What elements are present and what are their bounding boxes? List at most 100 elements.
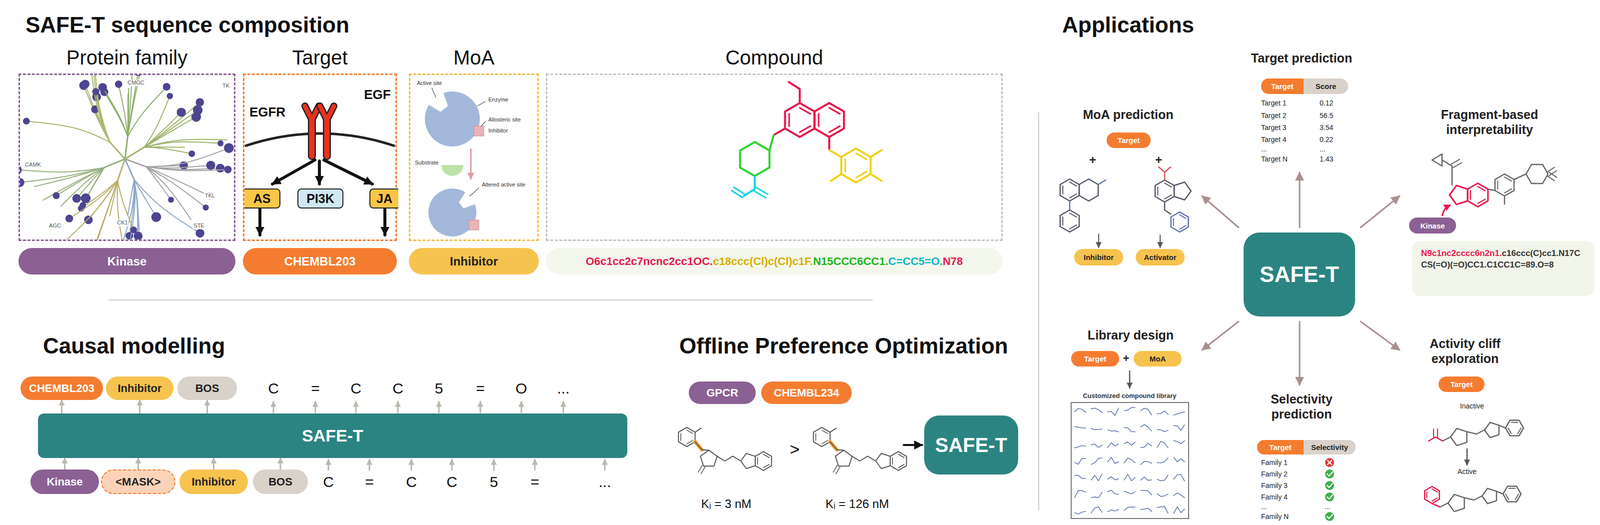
bond [1432,503,1441,507]
tree-branch [116,180,124,240]
tree-branch [143,139,227,148]
label-text: Target prediction [1251,50,1353,66]
token-pill: Score [1303,78,1349,94]
ring [1174,181,1192,200]
double-bond [1478,186,1486,191]
tree-branch [62,180,118,240]
double-bond [1505,493,1509,500]
bond [769,134,774,151]
ring [1467,183,1489,207]
mini-molecule [1091,428,1103,430]
mini-molecule [1074,490,1086,498]
mini-molecule [1124,506,1136,511]
bond [1504,195,1506,204]
tree-branch [127,86,167,137]
label-text: ... [598,472,611,491]
arrow [314,401,317,413]
double-bond [1515,493,1519,500]
molecule [1432,153,1557,207]
kinase-dot [129,226,137,234]
ring [1448,494,1465,512]
arrow [1202,195,1239,228]
node-label: CHEMBL203 [284,254,356,269]
mini-molecule [1091,506,1103,513]
tree-branch [76,167,104,199]
membrane [244,133,395,146]
dashed-panel: Compound [545,73,1003,241]
label-text: C [446,472,458,491]
token-pill: Kinase [18,247,236,275]
inhibitor-square [473,125,484,136]
double-bond [788,113,790,126]
tree-branch [42,167,104,200]
connector [212,457,215,470]
label-text: Kᵢ = 126 nM [825,496,889,512]
egfr-pathway [244,105,395,235]
kinase-dot [98,82,107,92]
token-pill: Target [1261,78,1304,94]
connector [138,399,141,414]
label-text: Target 3 [1261,123,1287,132]
check-mark [1327,514,1333,519]
bond [1451,177,1454,185]
token-pill: PI3K [297,188,344,209]
node-label: Kinase [1420,221,1445,230]
token-pill: AS [244,188,281,209]
kinase-dot [166,92,174,100]
node-label: CHEMBL203 [28,381,95,395]
tree-branch [109,141,125,159]
check-mark [1327,494,1333,499]
double-bond [833,465,838,473]
node-label: BOS [195,381,220,395]
mini-molecule [1091,407,1103,413]
mini-molecule [1173,457,1185,462]
bond [743,188,755,196]
double-bond [1549,172,1557,178]
bond [1488,188,1496,191]
ring [1060,178,1080,201]
label-text: Causal modelling [42,332,225,360]
mini-molecule [1173,506,1185,514]
compound-structure [731,81,882,198]
tree-branch [143,102,200,148]
arrow [604,459,606,470]
double-bond [763,464,770,468]
label-text: Family N [1261,512,1289,521]
receptor-outline [322,119,331,156]
mini-molecule [1173,492,1185,498]
label-text: ... [1324,502,1331,511]
mini-molecule [1124,427,1136,432]
double-bond [1062,185,1064,194]
node-label: <MASK> [115,475,161,489]
double-bond [855,171,867,178]
token-pill: Target [1106,132,1151,148]
receptor-outline [326,105,334,120]
node-label: Inhibitor [191,475,236,489]
token-pill: SAFE-T [37,413,628,458]
ring [1505,419,1524,436]
node-label: Target [1117,135,1141,145]
arrow [1202,321,1239,350]
label-text: O [515,379,527,398]
label-text: TKL [203,192,216,199]
node-label: Selectivity [1311,442,1349,452]
double-bond [821,440,828,444]
node-label: Inhibitor [1083,252,1114,262]
label-text: Enzyme [487,96,510,103]
label-text: CK1 [115,219,129,226]
node-label: O6c1cc2c7ncnc2cc1OC. [585,254,713,268]
double-bond [799,107,811,114]
mini-molecule [1107,509,1119,512]
leader-line [431,87,436,98]
token-pill: MoA [1133,350,1182,367]
double-bond [829,107,840,114]
label-text: EGFR [249,104,286,120]
tree-branch [124,158,134,180]
mini-molecule [1074,408,1086,413]
label-text: Family 3 [1261,481,1288,490]
bond [1442,159,1453,178]
ring [1482,488,1497,504]
mini-molecule [1173,411,1185,415]
label-text: Family 2 [1261,469,1288,479]
